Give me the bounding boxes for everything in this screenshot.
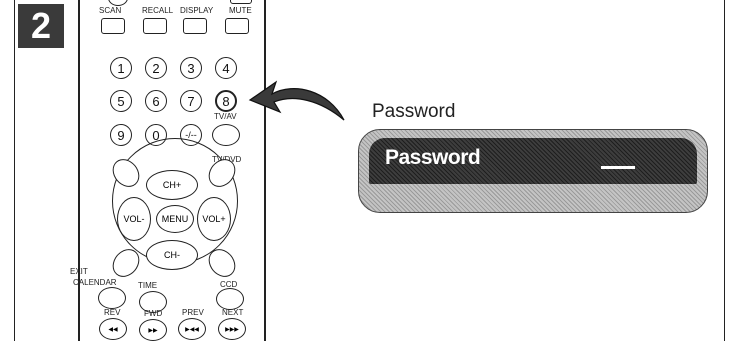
scan-button[interactable] <box>101 18 125 34</box>
illustration-frame <box>14 0 725 341</box>
calendar-label: CALENDAR <box>73 278 117 287</box>
ccd-label: CCD <box>220 280 238 289</box>
digit-4-button[interactable]: 4 <box>215 57 237 79</box>
recall-label: RECALL <box>142 6 174 15</box>
digit-2-button[interactable]: 2 <box>145 57 167 79</box>
digit-8-button[interactable]: 8 <box>215 90 237 112</box>
fast-forward-button[interactable]: ▶▶ <box>139 319 167 341</box>
digit-1-button[interactable]: 1 <box>110 57 132 79</box>
rewind-button[interactable]: ◀◀ <box>99 318 127 340</box>
digit-3-button[interactable]: 3 <box>180 57 202 79</box>
osd-bar-title: Password <box>385 146 481 169</box>
scan-label: SCAN <box>99 6 122 15</box>
tv-av-label: TV/AV <box>214 112 237 121</box>
display-label: DISPLAY <box>180 6 214 15</box>
ccd-button[interactable] <box>216 288 244 310</box>
rev-label: REV <box>104 308 121 317</box>
previous-button[interactable]: ▶◀◀ <box>178 318 206 340</box>
osd-password-bar: Password <box>358 129 708 213</box>
osd-password-field[interactable]: Password <box>369 138 697 184</box>
digit-6-button[interactable]: 6 <box>145 90 167 112</box>
step-number-badge: 2 <box>18 4 64 48</box>
fwd-label: FWD <box>144 309 163 318</box>
exit-label: EXIT <box>70 267 88 276</box>
top-partial-button[interactable] <box>230 0 252 4</box>
password-value-placeholder <box>601 166 635 169</box>
next-label: NEXT <box>222 308 244 317</box>
time-label: TIME <box>138 281 158 290</box>
volume-up-button[interactable]: VOL+ <box>197 197 231 241</box>
recall-button[interactable] <box>143 18 167 34</box>
digit-7-button[interactable]: 7 <box>180 90 202 112</box>
mute-label: MUTE <box>229 6 252 15</box>
calendar-button[interactable] <box>98 287 126 309</box>
digit-5-button[interactable]: 5 <box>110 90 132 112</box>
next-button[interactable]: ▶▶▶ <box>218 318 246 340</box>
osd-password-label: Password <box>372 101 456 122</box>
menu-button[interactable]: MENU <box>156 205 194 233</box>
prev-label: PREV <box>182 308 204 317</box>
pointer-arrow-icon <box>248 80 345 121</box>
remote-control: SCAN RECALL DISPLAY MUTE 1 2 3 4 5 6 7 8… <box>70 0 266 341</box>
tv-av-button[interactable] <box>212 124 240 146</box>
channel-up-button[interactable]: CH+ <box>146 170 198 200</box>
time-button[interactable] <box>139 291 167 313</box>
display-button[interactable] <box>183 18 207 34</box>
mute-button[interactable] <box>225 18 249 34</box>
volume-down-button[interactable]: VOL- <box>117 197 151 241</box>
digit-9-button[interactable]: 9 <box>110 124 132 146</box>
channel-down-button[interactable]: CH- <box>146 240 198 270</box>
